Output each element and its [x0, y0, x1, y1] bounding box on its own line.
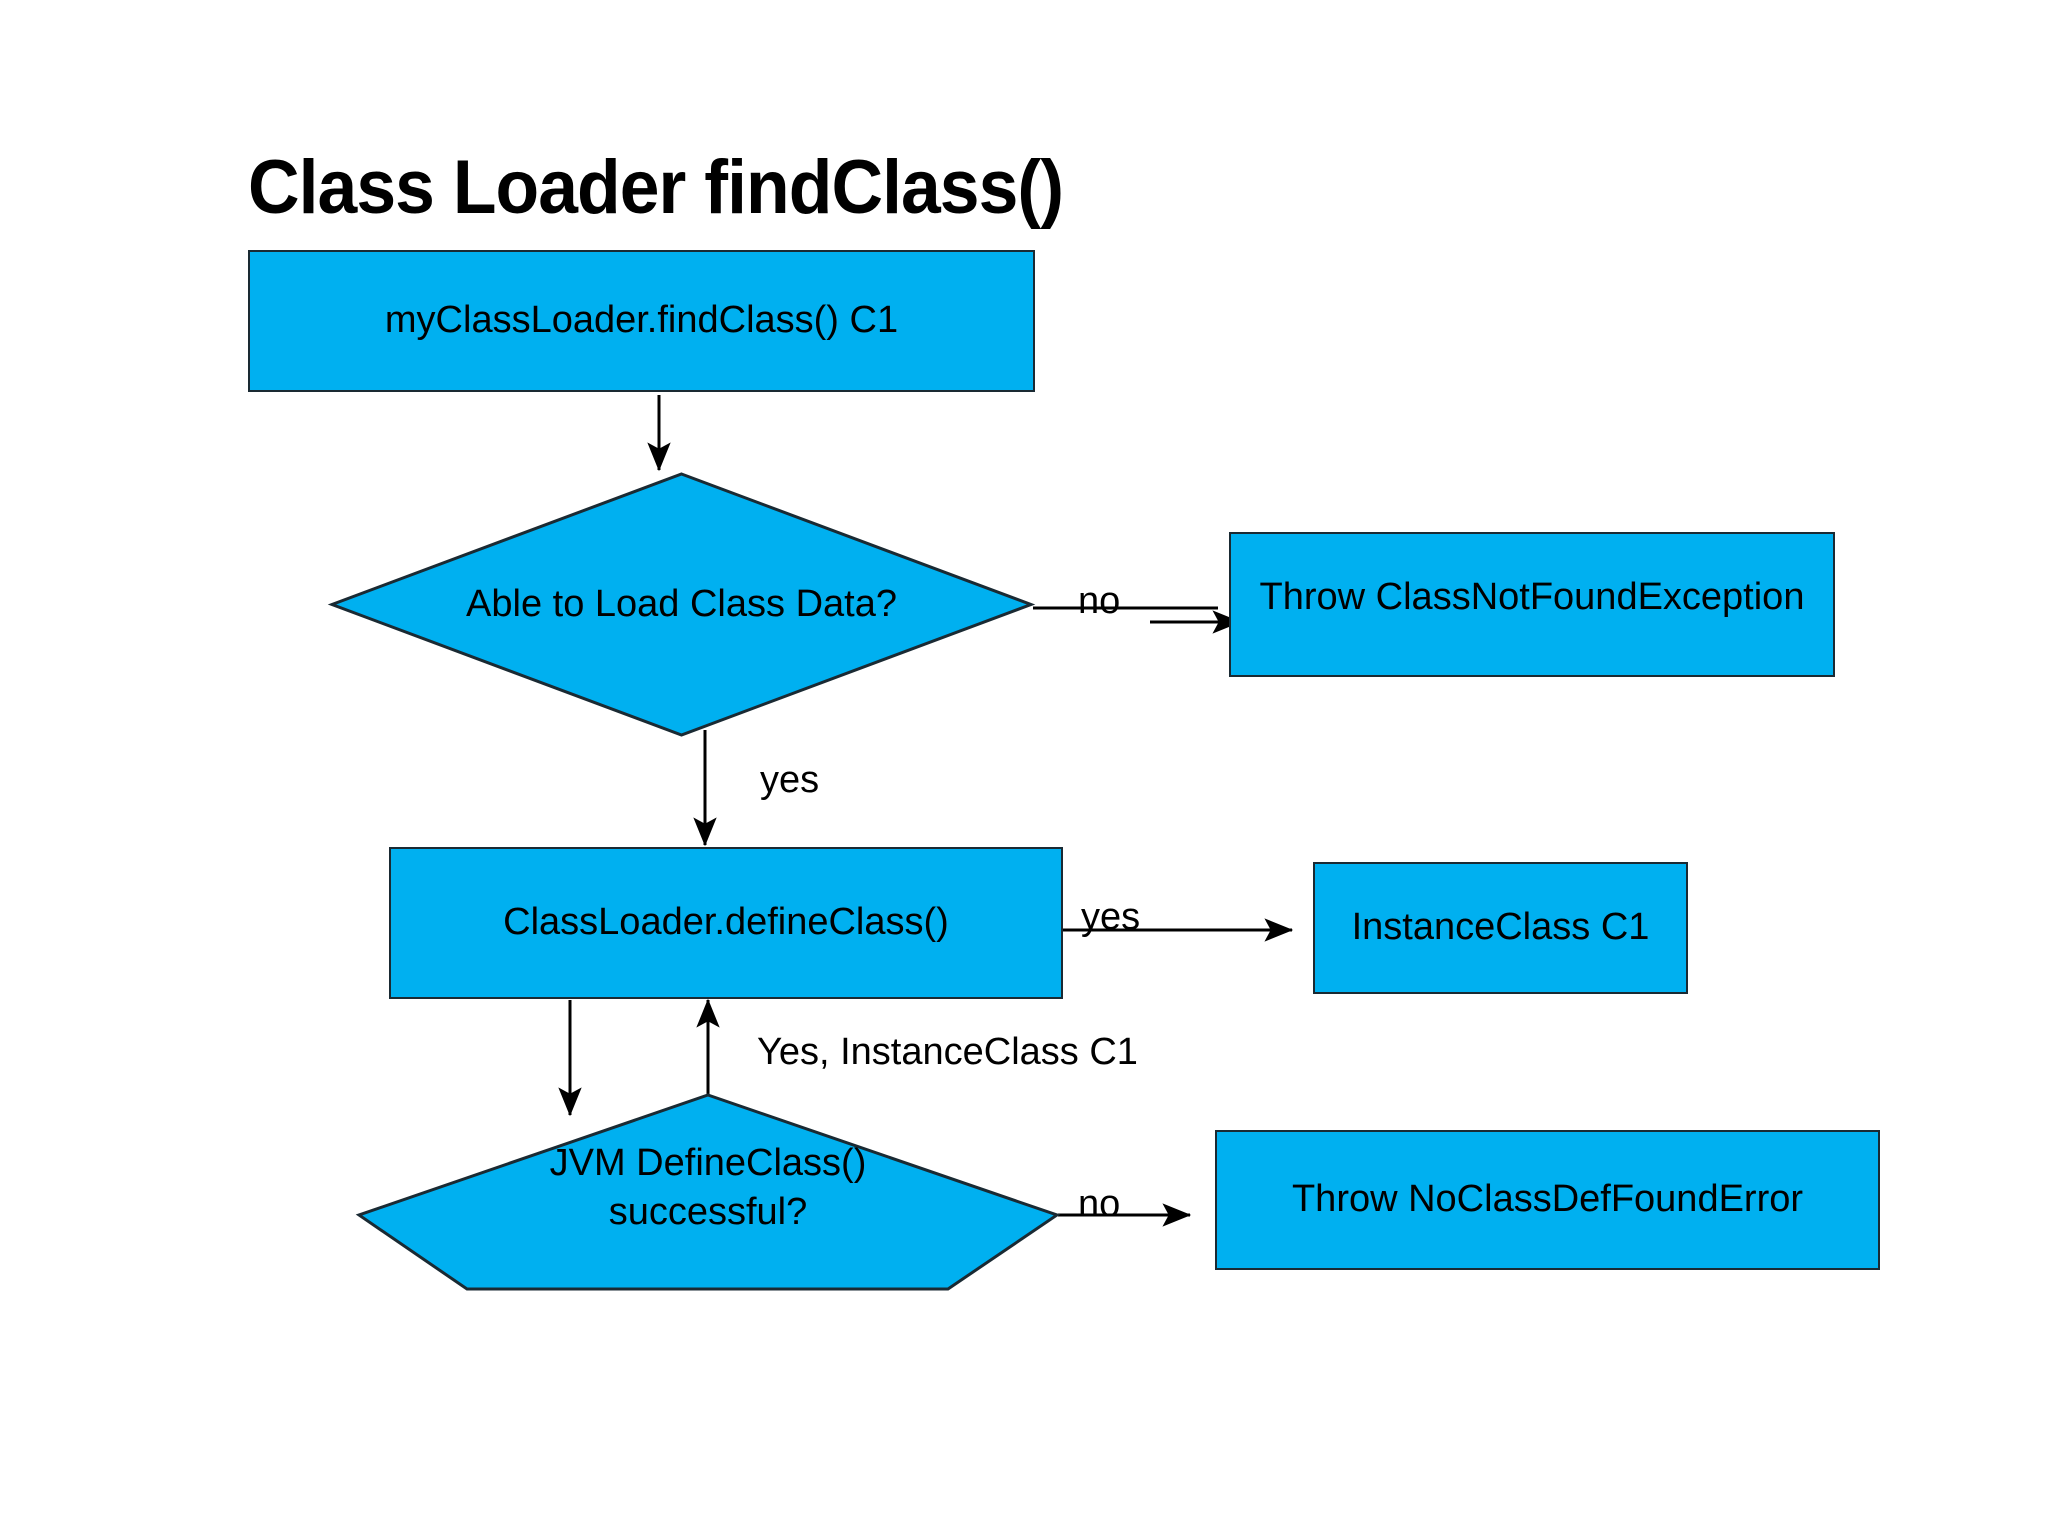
edge-abletoload-to-throwcnfe: [1033, 606, 1242, 634]
page-title: Class Loader findClass(): [248, 145, 1064, 230]
node-able-to-load[interactable]: Able to Load Class Data?: [327, 472, 1036, 737]
node-find-class[interactable]: myClassLoader.findClass() C1: [248, 250, 1035, 392]
node-instance-class-label: InstanceClass C1: [1351, 906, 1650, 949]
node-throw-class-not-found-exception[interactable]: Throw ClassNotFoundException: [1229, 532, 1835, 677]
edge-label-no-noclassdef: no: [1078, 1183, 1121, 1225]
node-throw-class-not-found-exception-label: Throw ClassNotFoundException: [1259, 576, 1805, 618]
edge-label-yes-instanceclass: yes: [1081, 896, 1141, 938]
edge-label-yes-instanceclass-c1: Yes, InstanceClass C1: [757, 1031, 1138, 1073]
edge-label-yes-defineclass: yes: [760, 759, 820, 801]
node-throw-no-class-def-found-error-label: Throw NoClassDefFoundError: [1291, 1178, 1804, 1221]
node-define-class-label: ClassLoader.defineClass(): [503, 901, 949, 944]
node-find-class-label: myClassLoader.findClass() C1: [384, 299, 899, 342]
node-instance-class[interactable]: InstanceClass C1: [1313, 862, 1688, 994]
diamond-shape: [327, 472, 1036, 737]
edge-label-no-classnotfound: no: [1078, 580, 1121, 622]
node-define-class[interactable]: ClassLoader.defineClass(): [389, 847, 1063, 999]
node-jvm-define-class[interactable]: JVM DefineClass() successful?: [355, 1093, 1061, 1311]
node-throw-no-class-def-found-error[interactable]: Throw NoClassDefFoundError: [1215, 1130, 1880, 1270]
diamond-shape: [355, 1093, 1061, 1291]
